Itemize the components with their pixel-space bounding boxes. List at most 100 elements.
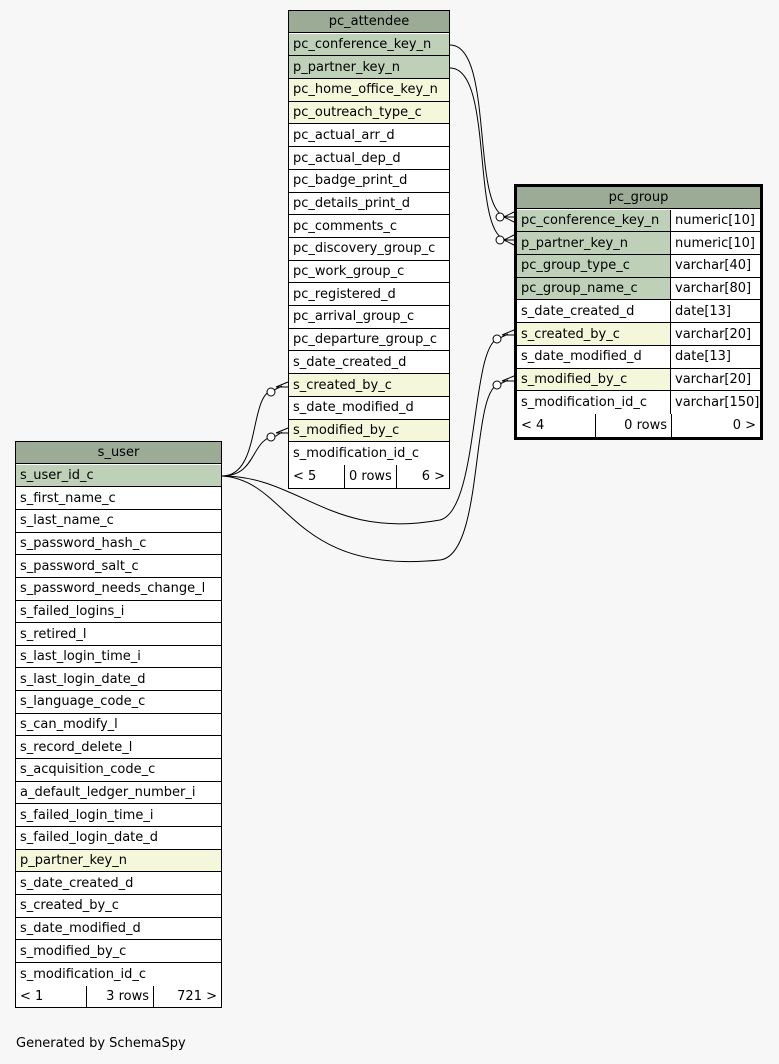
column-name: s_last_login_time_i [20,649,141,665]
column-name: s_date_created_d [293,354,407,370]
edge-end-circle [495,235,505,245]
column-row: a_default_ledger_number_i [16,782,221,805]
table-footer: < 1 3 rows 721 > [16,985,221,1009]
table-pc-attendee: pc_attendee pc_conference_key_n p_partner… [288,10,450,489]
edge-partner-key [449,67,509,241]
column-name: s_failed_login_date_d [20,830,159,846]
column-name: pc_work_group_c [293,264,405,280]
column-name: s_modification_id_c [293,446,419,462]
table-header: pc_group [517,187,760,209]
column-type: numeric[10] [670,232,760,255]
column-name: s_modification_id_c [20,966,146,982]
children-count: 721 > [153,985,221,1009]
edge-end-circle [266,432,276,442]
column-name: s_modified_by_c [293,422,400,438]
column-row: s_modified_by_c [16,940,221,963]
column-name: pc_group_type_c [521,258,630,274]
edge-group-created-by [221,333,509,525]
column-name: s_date_created_d [20,875,134,891]
column-row: s_created_by_c [289,374,449,397]
column-name: s_date_modified_d [293,400,414,416]
column-name: pc_badge_print_d [293,173,408,189]
column-name: s_retired_l [20,626,87,642]
column-row: p_partner_key_n [289,56,449,80]
edge-end-circle [492,380,502,390]
column-row: s_password_needs_change_l [16,578,221,601]
edge-crow-foot [275,427,289,434]
column-row: pc_group_name_c varchar[80] [517,277,760,301]
children-count: 6 > [396,465,449,488]
column-name: s_modification_id_c [521,395,647,411]
table-header: pc_attendee [289,11,449,33]
column-type: numeric[10] [670,209,760,232]
column-row: s_record_delete_l [16,736,221,760]
edge-crow-foot [503,211,515,223]
parents-count: < 4 [521,417,545,433]
table-title: pc_group [608,190,669,205]
column-row: s_retired_l [16,623,221,646]
column-row: s_failed_logins_i [16,601,221,624]
column-type: date[13] [670,300,760,323]
column-name: s_password_needs_change_l [20,581,206,597]
column-row: pc_comments_c [289,215,449,238]
column-type: varchar[150] [670,391,760,414]
edge-end-circle [495,212,505,222]
column-row: pc_discovery_group_c [289,238,449,261]
column-row: s_acquisition_code_c [16,759,221,782]
column-name: pc_group_name_c [521,281,638,297]
parents-count: < 5 [293,468,317,484]
table-title: pc_attendee [328,14,410,29]
column-name: s_acquisition_code_c [20,762,156,778]
column-type: varchar[40] [670,255,760,277]
column-name: s_password_hash_c [20,535,147,551]
column-row: pc_outreach_type_c [289,101,449,125]
column-name: s_user_id_c [20,467,94,483]
column-row: p_partner_key_n [16,849,221,873]
column-type: varchar[20] [670,323,760,345]
column-name: pc_comments_c [293,218,398,234]
column-name: pc_discovery_group_c [293,241,436,257]
column-name: s_created_by_c [293,377,392,393]
column-row: s_last_login_date_d [16,669,221,692]
column-name: s_date_modified_d [521,349,642,365]
edge-crow-foot [275,381,289,388]
edge-end-circle [492,334,502,344]
column-row: s_date_created_d date[13] [517,300,760,324]
column-row: s_date_modified_d [16,918,221,941]
edge-conference-key [449,44,509,218]
column-row: s_password_salt_c [16,555,221,578]
column-row: s_created_by_c [16,895,221,918]
column-row: s_modification_id_c [289,442,449,465]
column-name: s_can_modify_l [20,717,118,733]
column-row: s_date_created_d [289,352,449,375]
column-type: varchar[80] [670,277,760,300]
edge-crow-foot [501,375,515,382]
column-name: pc_conference_key_n [521,213,660,229]
column-name: s_date_created_d [521,303,635,319]
column-row: s_modification_id_c varchar[150] [517,391,760,414]
column-row: pc_badge_print_d [289,170,449,193]
column-row: s_first_name_c [16,487,221,510]
column-row: s_date_modified_d [289,397,449,420]
column-name: s_last_login_date_d [20,671,146,687]
column-row: s_failed_login_date_d [16,827,221,850]
column-row: s_user_id_c [16,464,221,488]
column-name: pc_registered_d [293,286,396,302]
row-count: 0 rows [344,465,396,488]
children-count: 0 > [671,414,760,437]
column-row: pc_details_print_d [289,193,449,216]
column-row: pc_group_type_c varchar[40] [517,255,760,278]
column-row: s_failed_login_time_i [16,804,221,828]
column-row: pc_work_group_c [289,261,449,284]
column-row: pc_actual_arr_d [289,125,449,148]
column-name: s_modified_by_c [20,943,127,959]
column-row: s_modified_by_c [289,419,449,443]
column-name: pc_conference_key_n [293,37,432,53]
column-row: pc_home_office_key_n [289,79,449,102]
column-name: pc_departure_group_c [293,332,438,348]
edge-crow-foot [503,234,515,246]
column-name: s_failed_login_time_i [20,807,154,823]
